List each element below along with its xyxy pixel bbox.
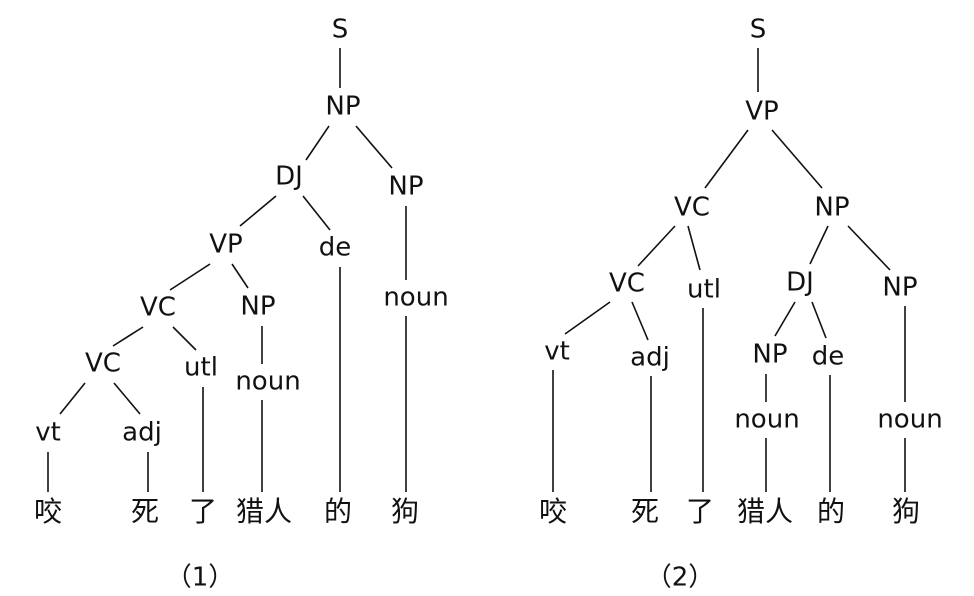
edge-np1-np_r <box>355 125 393 169</box>
node-adj: adj <box>122 418 162 448</box>
node-s: S <box>332 15 349 45</box>
edge-dj-vp <box>239 195 277 227</box>
tree-caption: （1） <box>166 563 235 593</box>
node-vc2: VC <box>609 269 645 299</box>
word-w4: 猎人 <box>236 495 292 528</box>
word-w2: 死 <box>131 495 159 528</box>
word-w3: 了 <box>189 495 217 528</box>
edge-dj-de <box>302 195 331 231</box>
node-dj: DJ <box>786 268 814 298</box>
node-noun_r: noun <box>877 405 942 435</box>
edge-vp-np1 <box>771 129 823 189</box>
edge-vp-vc1 <box>169 263 211 291</box>
tree-caption: （2） <box>646 563 715 593</box>
node-np_r: NP <box>882 273 917 303</box>
node-np_m: NP <box>240 292 275 322</box>
edge-vc2-vt <box>564 301 611 335</box>
word-w1: 咬 <box>34 495 62 528</box>
edge-vc1-utl <box>172 326 197 351</box>
edge-vc2-vt <box>59 382 86 415</box>
word-w6: 狗 <box>391 495 419 528</box>
edge-dj-np_m <box>774 301 796 337</box>
word-w2: 死 <box>631 495 659 528</box>
node-vc1: VC <box>140 293 176 323</box>
node-noun_m: noun <box>235 367 300 397</box>
node-utl: utl <box>184 353 218 383</box>
edge-vc2-adj <box>113 382 141 415</box>
word-w3: 了 <box>686 495 714 528</box>
node-vp: VP <box>745 97 778 127</box>
edge-vp-vc1 <box>704 129 749 189</box>
word-w1: 咬 <box>539 495 567 528</box>
word-w6: 狗 <box>892 495 920 528</box>
edge-np1-dj <box>305 125 330 161</box>
node-utl: utl <box>687 275 721 305</box>
edge-np1-dj <box>809 225 829 265</box>
edge-vc1-utl <box>687 225 701 271</box>
edge-vc1-vc2 <box>112 326 144 347</box>
word-w5: 的 <box>324 495 352 528</box>
edge-np1-np_r <box>847 225 891 271</box>
node-noun_r: noun <box>383 283 448 313</box>
edge-vp-np_m <box>231 263 249 289</box>
node-vc1: VC <box>674 193 710 223</box>
node-de: de <box>319 233 352 263</box>
node-de: de <box>812 342 845 372</box>
node-vt: vt <box>35 418 61 448</box>
edge-vc1-vc2 <box>637 225 676 267</box>
node-dj: DJ <box>275 162 303 192</box>
node-np_m: NP <box>752 340 787 370</box>
edge-vc2-adj <box>631 301 649 341</box>
node-vp: VP <box>209 230 242 260</box>
node-vc2: VC <box>85 349 121 379</box>
parse-tree-2: S VP VC NP VC utl DJ NP vt adj NP de noun noun 咬 死了猎人的 狗… <box>539 15 943 593</box>
word-w4: 猎人 <box>737 495 793 528</box>
word-w5: 的 <box>817 495 845 528</box>
edge-dj-de <box>811 301 827 339</box>
node-s: S <box>750 15 767 45</box>
node-adj: adj <box>630 343 670 373</box>
node-noun_m: noun <box>734 405 799 435</box>
node-vt: vt <box>544 337 570 367</box>
node-np_r: NP <box>388 172 423 202</box>
node-np1: NP <box>814 193 849 223</box>
node-np1: NP <box>325 92 360 122</box>
